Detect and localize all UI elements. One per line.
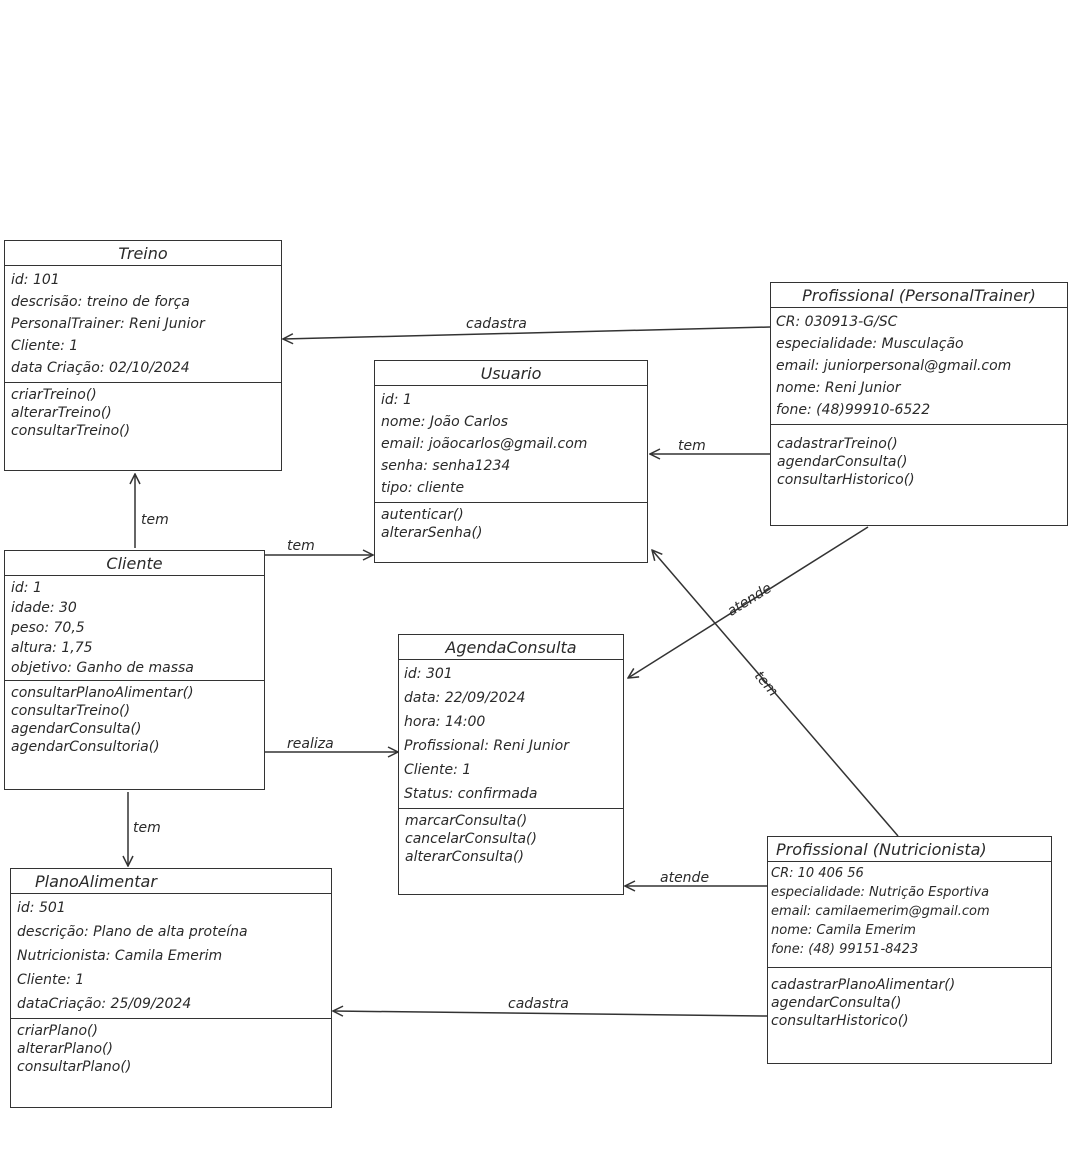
attribute: Cliente: 1 bbox=[11, 338, 79, 354]
class-attributes: id: 1 idade: 30 peso: 70,5 altura: 1,75 … bbox=[5, 576, 264, 681]
method: cadastrarPlanoAlimentar() bbox=[771, 977, 956, 993]
method: criarPlano() bbox=[17, 1023, 98, 1039]
label-realiza: realiza bbox=[287, 736, 334, 752]
attribute: altura: 1,75 bbox=[11, 640, 93, 656]
attribute: PersonalTrainer: Reni Junior bbox=[11, 316, 205, 332]
attribute: data Criação: 02/10/2024 bbox=[11, 360, 190, 376]
method: alterarPlano() bbox=[17, 1041, 113, 1057]
class-name: Profissional (PersonalTrainer) bbox=[771, 283, 1067, 308]
method: consultarHistorico() bbox=[771, 1013, 909, 1029]
class-name: Profissional (Nutricionista) bbox=[768, 837, 1051, 862]
class-treino: Treino id: 101 descrisão: treino de forç… bbox=[4, 240, 282, 471]
label-cadastra-treino: cadastra bbox=[466, 316, 527, 332]
attribute: Cliente: 1 bbox=[17, 972, 85, 988]
method: agendarConsultoria() bbox=[11, 739, 160, 755]
method: agendarConsulta() bbox=[11, 721, 142, 737]
class-methods: marcarConsulta() cancelarConsulta() alte… bbox=[399, 809, 623, 869]
class-methods: criarPlano() alterarPlano() consultarPla… bbox=[11, 1019, 331, 1079]
attribute: id: 1 bbox=[11, 580, 42, 596]
class-name: Cliente bbox=[5, 551, 264, 576]
label-tem-usuario-cliente: tem bbox=[287, 538, 315, 554]
label-tem-plano: tem bbox=[133, 820, 161, 836]
attribute: descrição: Plano de alta proteína bbox=[17, 924, 248, 940]
attribute: especialidade: Nutrição Esportiva bbox=[771, 885, 990, 900]
method: autenticar() bbox=[381, 507, 464, 523]
class-cliente: Cliente id: 1 idade: 30 peso: 70,5 altur… bbox=[4, 550, 265, 790]
class-methods: cadastrarPlanoAlimentar() agendarConsult… bbox=[768, 968, 1051, 1033]
attribute: Profissional: Reni Junior bbox=[404, 738, 569, 754]
class-methods: consultarPlanoAlimentar() consultarTrein… bbox=[5, 681, 264, 759]
class-methods: criarTreino() alterarTreino() consultarT… bbox=[5, 383, 281, 443]
attribute: data: 22/09/2024 bbox=[404, 690, 526, 706]
attribute: dataCriação: 25/09/2024 bbox=[17, 996, 192, 1012]
method: marcarConsulta() bbox=[405, 813, 528, 829]
method: consultarTreino() bbox=[11, 423, 131, 439]
method: agendarConsulta() bbox=[771, 995, 902, 1011]
attribute: Status: confirmada bbox=[404, 786, 538, 802]
class-attributes: id: 301 data: 22/09/2024 hora: 14:00 Pro… bbox=[399, 660, 623, 809]
method: cancelarConsulta() bbox=[405, 831, 537, 847]
label-tem-treino-cliente: tem bbox=[141, 512, 169, 528]
class-name: Treino bbox=[5, 241, 281, 266]
attribute: nome: Reni Junior bbox=[776, 380, 901, 396]
label-atende-nutri: atende bbox=[660, 870, 710, 886]
attribute: id: 1 bbox=[381, 392, 412, 408]
attribute: id: 101 bbox=[11, 272, 60, 288]
class-methods: cadastrarTreino() agendarConsulta() cons… bbox=[771, 425, 1067, 492]
attribute: senha: senha1234 bbox=[381, 458, 511, 474]
attribute: especialidade: Musculação bbox=[776, 336, 964, 352]
attribute: CR: 10 406 56 bbox=[771, 866, 864, 881]
attribute: idade: 30 bbox=[11, 600, 77, 616]
class-attributes: id: 101 descrisão: treino de força Perso… bbox=[5, 266, 281, 383]
method: alterarConsulta() bbox=[405, 849, 524, 865]
class-attributes: id: 501 descrição: Plano de alta proteín… bbox=[11, 894, 331, 1019]
attribute: Nutricionista: Camila Emerim bbox=[17, 948, 223, 964]
attribute: Cliente: 1 bbox=[404, 762, 472, 778]
line-personal-atende-agenda bbox=[628, 526, 869, 678]
attribute: nome: Camila Emerim bbox=[771, 923, 916, 938]
class-methods: autenticar() alterarSenha() bbox=[375, 503, 647, 545]
method: consultarPlanoAlimentar() bbox=[11, 685, 194, 701]
attribute: hora: 14:00 bbox=[404, 714, 486, 730]
attribute: email: joãocarlos@gmail.com bbox=[381, 436, 588, 452]
method: agendarConsulta() bbox=[777, 454, 908, 470]
attribute: id: 301 bbox=[404, 666, 453, 682]
line-nutri-cadastra-plano bbox=[333, 1011, 768, 1016]
attribute: descrisão: treino de força bbox=[11, 294, 190, 310]
label-cadastra-plano: cadastra bbox=[508, 996, 569, 1012]
attribute: fone: (48) 99151-8423 bbox=[771, 942, 919, 957]
class-attributes: CR: 10 406 56 especialidade: Nutrição Es… bbox=[768, 862, 1051, 968]
attribute: nome: João Carlos bbox=[381, 414, 509, 430]
attribute: CR: 030913-G/SC bbox=[776, 314, 898, 330]
method: alterarSenha() bbox=[381, 525, 483, 541]
class-attributes: id: 1 nome: João Carlos email: joãocarlo… bbox=[375, 386, 647, 503]
attribute: email: juniorpersonal@gmail.com bbox=[776, 358, 1012, 374]
line-personal-cadastra-treino bbox=[283, 326, 771, 339]
class-usuario: Usuario id: 1 nome: João Carlos email: j… bbox=[374, 360, 648, 563]
class-attributes: CR: 030913-G/SC especialidade: Musculaçã… bbox=[771, 308, 1067, 425]
class-name: PlanoAlimentar bbox=[11, 869, 331, 894]
method: criarTreino() bbox=[11, 387, 97, 403]
attribute: tipo: cliente bbox=[381, 480, 465, 496]
attribute: peso: 70,5 bbox=[11, 620, 85, 636]
method: consultarPlano() bbox=[17, 1059, 132, 1075]
attribute: email: camilaemerim@gmail.com bbox=[771, 904, 990, 919]
attribute: id: 501 bbox=[17, 900, 66, 916]
class-profissional-personal: Profissional (PersonalTrainer) CR: 03091… bbox=[770, 282, 1068, 526]
class-agenda-consulta: AgendaConsulta id: 301 data: 22/09/2024 … bbox=[398, 634, 624, 895]
line-nutri-tem-usuario bbox=[652, 550, 899, 837]
class-name: Usuario bbox=[375, 361, 647, 386]
attribute: objetivo: Ganho de massa bbox=[11, 660, 194, 676]
label-tem-usuario-personal: tem bbox=[678, 438, 706, 454]
method: cadastrarTreino() bbox=[777, 436, 898, 452]
method: consultarTreino() bbox=[11, 703, 131, 719]
class-profissional-nutricionista: Profissional (Nutricionista) CR: 10 406 … bbox=[767, 836, 1052, 1064]
method: alterarTreino() bbox=[11, 405, 112, 421]
attribute: fone: (48)99910-6522 bbox=[776, 402, 931, 418]
class-name: AgendaConsulta bbox=[399, 635, 623, 660]
method: consultarHistorico() bbox=[777, 472, 915, 488]
class-plano-alimentar: PlanoAlimentar id: 501 descrição: Plano … bbox=[10, 868, 332, 1108]
